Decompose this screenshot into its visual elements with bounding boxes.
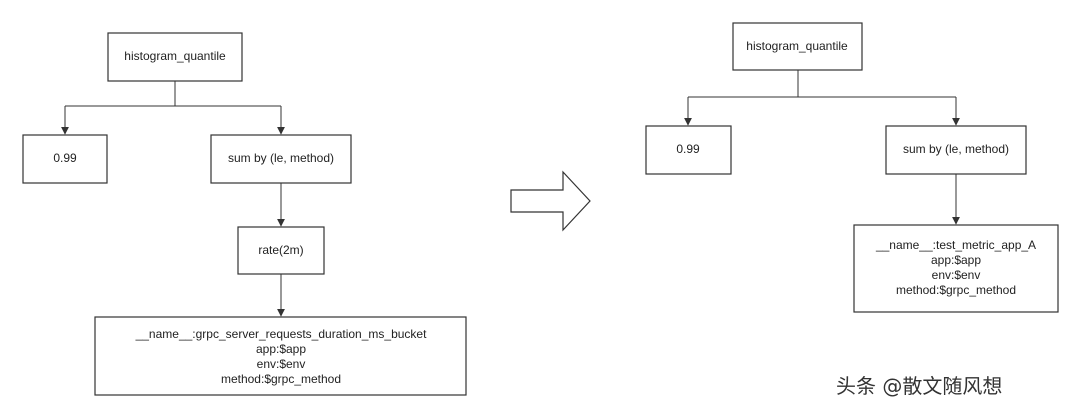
right-node-aggregation: sum by (le, method)	[885, 125, 1027, 175]
right-node-aggregation-label: sum by (le, method)	[903, 142, 1009, 156]
left-selector-line: app:$app	[256, 342, 306, 356]
left-selector-line: __name__:grpc_server_requests_duration_m…	[135, 327, 428, 341]
right-node-param-label: 0.99	[676, 142, 700, 156]
right-node-root: histogram_quantile	[732, 22, 863, 71]
left-node-function-label: rate(2m)	[258, 243, 303, 257]
left-node-selector: __name__:grpc_server_requests_duration_m…	[94, 316, 467, 396]
left-node-root: histogram_quantile	[107, 32, 243, 82]
right-tree: histogram_quantile 0.99 sum by (le, meth…	[645, 22, 1059, 313]
right-connector-root-branch	[688, 70, 956, 98]
right-selector-line: method:$grpc_method	[896, 283, 1016, 297]
left-node-function: rate(2m)	[237, 226, 325, 275]
left-selector-line: method:$grpc_method	[221, 372, 341, 386]
left-node-aggregation-label: sum by (le, method)	[228, 151, 334, 165]
right-node-param: 0.99	[645, 125, 732, 175]
left-node-param-label: 0.99	[53, 151, 77, 165]
right-node-selector: __name__:test_metric_app_A app:$app env:…	[853, 224, 1059, 313]
right-selector-line: env:$env	[932, 268, 981, 282]
left-node-root-label: histogram_quantile	[124, 49, 226, 63]
right-selector-line: app:$app	[931, 253, 981, 267]
left-selector-line: env:$env	[257, 357, 306, 371]
left-node-param: 0.99	[22, 134, 108, 184]
left-tree: histogram_quantile 0.99 sum by (le, meth…	[22, 32, 467, 396]
transform-arrow-icon	[510, 170, 591, 232]
right-selector-line: __name__:test_metric_app_A	[875, 238, 1036, 252]
left-node-aggregation: sum by (le, method)	[210, 134, 352, 184]
watermark: 头条 @散文随风想	[836, 374, 1003, 398]
left-connector-root-branch	[65, 81, 281, 107]
right-node-root-label: histogram_quantile	[746, 39, 848, 53]
